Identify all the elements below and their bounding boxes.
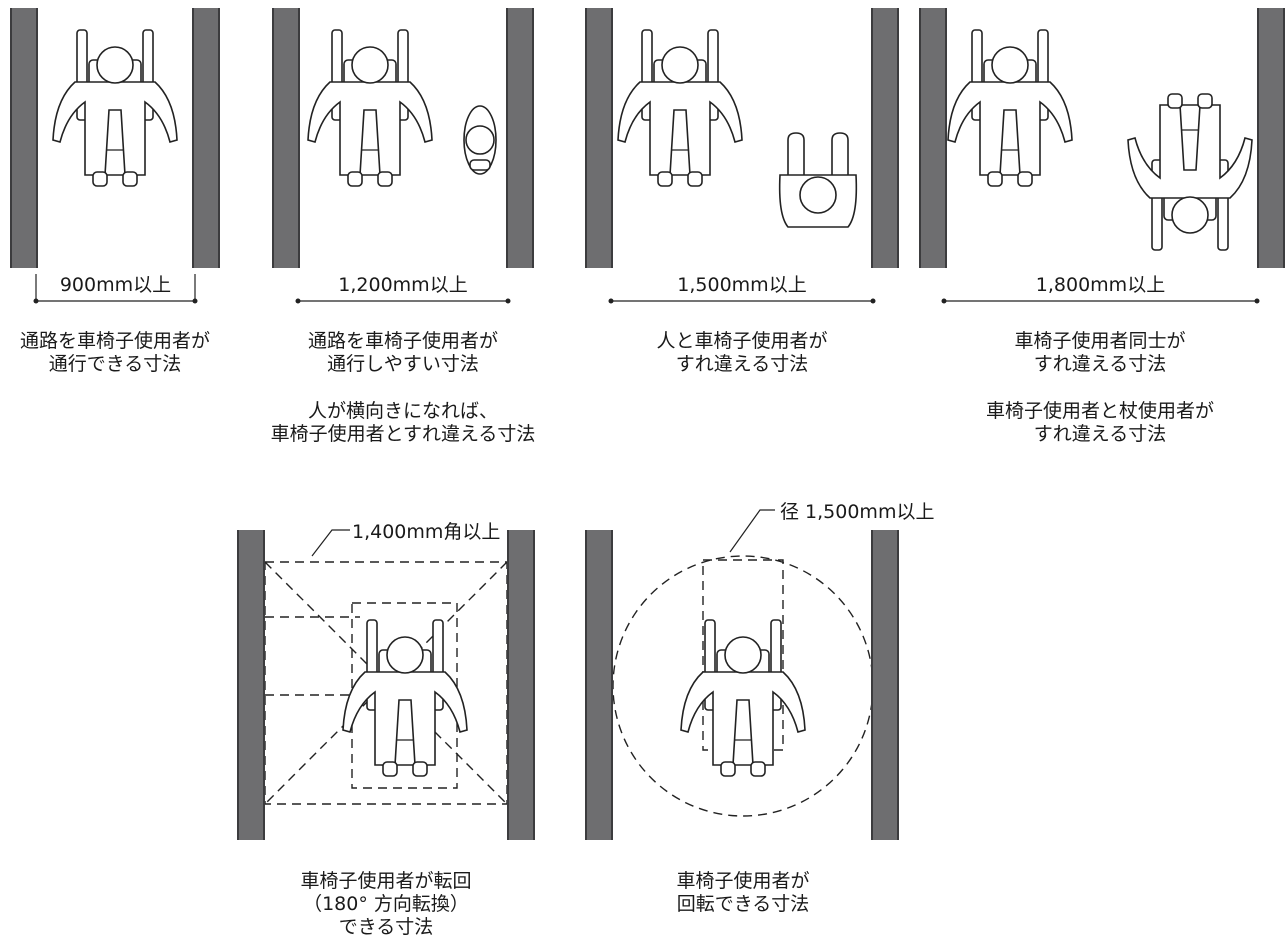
note: 人が横向きになれば、 車椅子使用者とすれ違える寸法 — [270, 400, 536, 445]
wheelchair-user-figure — [1127, 93, 1253, 251]
note: 車椅子使用者と杖使用者が すれ違える寸法 — [985, 400, 1214, 445]
dimension-line-1500 — [608, 298, 876, 304]
wall-right — [507, 530, 535, 840]
caption: 車椅子使用者が転回 （180° 方向転換） できる寸法 — [300, 870, 472, 938]
dimension-label: 1,800mm以上 — [1035, 274, 1166, 296]
wheelchair-user-figure — [342, 619, 468, 777]
dimension-line-900 — [33, 274, 198, 304]
wheelchair-user-figure — [947, 29, 1073, 187]
wheelchair-user-figure — [307, 29, 433, 187]
wall-left — [272, 8, 300, 268]
dimension-line-1800 — [941, 298, 1260, 304]
dimension-line-1200 — [295, 298, 511, 304]
caption: 人と車椅子使用者が すれ違える寸法 — [656, 330, 828, 375]
wall-left — [585, 530, 613, 840]
pedestrian-figure — [778, 132, 858, 228]
caption: 通路を車椅子使用者が 通行しやすい寸法 — [307, 330, 498, 375]
wall-right — [192, 8, 220, 268]
wall-left — [10, 8, 38, 268]
caption: 車椅子使用者が 回転できる寸法 — [676, 870, 810, 915]
dimension-label: 径 1,500mm以上 — [780, 501, 935, 523]
dimension-label: 1,400mm角以上 — [352, 521, 501, 543]
dimension-label: 1,500mm以上 — [677, 274, 807, 296]
wall-left — [919, 8, 947, 268]
wall-left — [585, 8, 613, 268]
wheelchair-user-figure — [617, 29, 743, 187]
pedestrian-sideways-figure — [463, 105, 497, 175]
wall-right — [506, 8, 534, 268]
wall-left — [237, 530, 265, 840]
dimension-label: 1,200mm以上 — [338, 274, 468, 296]
wheelchair-user-figure — [680, 619, 806, 777]
wall-right — [871, 8, 899, 268]
caption: 通路を車椅子使用者が 通行できる寸法 — [19, 330, 210, 375]
wall-right — [871, 530, 899, 840]
dimension-label: 900mm以上 — [59, 274, 172, 296]
wheelchair-user-figure — [52, 29, 178, 187]
wall-right — [1257, 8, 1285, 268]
caption: 車椅子使用者同士が すれ違える寸法 — [1014, 330, 1186, 375]
